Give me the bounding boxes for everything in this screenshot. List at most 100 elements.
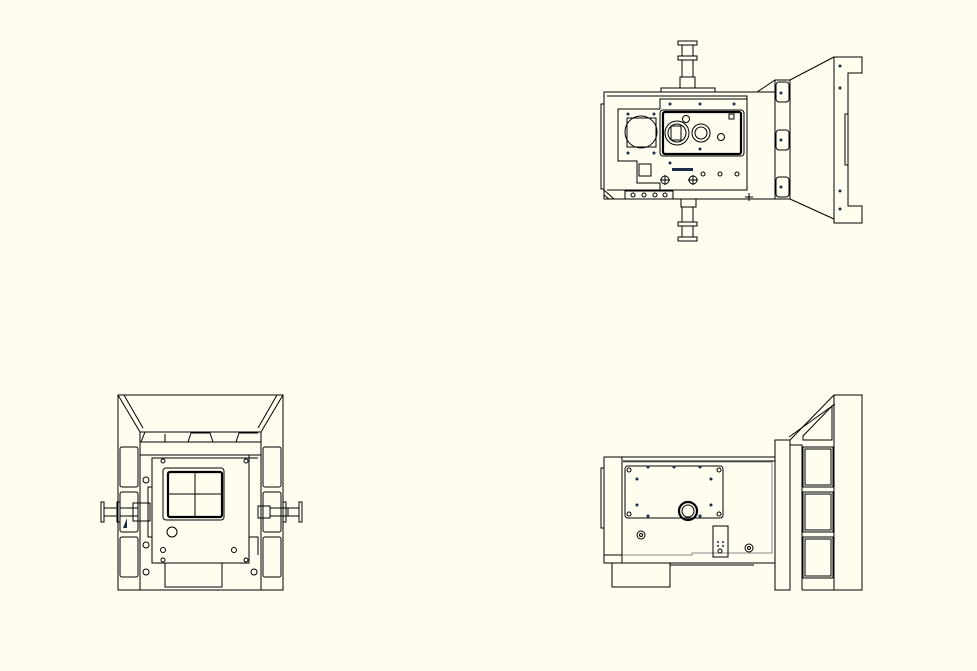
drawing-line — [168, 472, 222, 517]
drawing-line — [838, 64, 842, 68]
drawing-line — [626, 511, 632, 517]
drawing-line — [709, 503, 713, 507]
drawing-line — [717, 541, 719, 543]
drawing-line — [716, 511, 722, 517]
drawing-line — [139, 431, 262, 590]
drawing-line — [243, 557, 249, 563]
drawing-line — [248, 455, 259, 555]
drawing-line — [142, 476, 150, 484]
end-base-box — [164, 562, 223, 588]
drawing-line — [652, 151, 656, 155]
side-base-box — [611, 562, 671, 588]
drawing-line — [802, 404, 833, 441]
drawing-line — [269, 507, 289, 517]
drawing-line — [668, 161, 672, 165]
drawing-line — [119, 507, 139, 517]
drawing-line — [788, 403, 836, 438]
drawing-line — [652, 112, 656, 116]
drawing-line — [802, 536, 834, 579]
drawing-line — [667, 123, 687, 143]
drawing-line — [709, 477, 713, 481]
drawing-line — [802, 446, 834, 488]
drawing-line — [638, 163, 652, 177]
drawing-line — [691, 123, 711, 143]
drawing-line — [660, 175, 670, 185]
drawing-line — [262, 536, 282, 578]
drawing-line — [722, 541, 724, 543]
drawing-line — [132, 502, 151, 522]
end-window — [162, 467, 225, 521]
drawing-line — [147, 486, 153, 538]
drawing-line — [626, 117, 657, 148]
drawing-line — [123, 518, 127, 528]
drawing-line — [779, 138, 783, 142]
drawing-line — [659, 109, 745, 157]
drawing-line — [838, 189, 842, 193]
drawing-line — [140, 431, 258, 443]
drawing-line — [682, 115, 690, 123]
drawing-line — [717, 171, 723, 177]
drawing-line — [140, 441, 261, 456]
side-view — [600, 394, 863, 591]
drawing-line — [670, 125, 682, 141]
drawing-line — [802, 491, 834, 533]
end-view — [100, 394, 303, 591]
drawing-line — [600, 103, 605, 190]
drawing-line — [662, 192, 668, 198]
side-port-circle — [677, 500, 699, 522]
drawing-line — [698, 514, 702, 518]
drawing-line — [160, 547, 166, 553]
drawing-line — [775, 176, 790, 198]
drawing-line — [142, 568, 150, 576]
top-view — [600, 40, 863, 242]
drawing-line — [626, 467, 632, 473]
drawing-line — [775, 81, 790, 103]
drawing-line — [698, 147, 702, 151]
drawing-line — [636, 530, 646, 540]
drawing-line — [661, 110, 743, 156]
drawing-line — [694, 126, 708, 140]
drawing-line — [712, 525, 729, 558]
drawing-line — [624, 190, 674, 200]
drawing-line — [790, 444, 834, 591]
drawing-line — [117, 394, 284, 433]
drawing-line — [833, 56, 863, 224]
drawing-line — [681, 504, 695, 518]
drawing-line — [775, 129, 790, 151]
drawing-line — [604, 457, 623, 563]
drawing-line — [119, 446, 139, 488]
drawing-line — [722, 545, 724, 547]
drawing-line — [728, 113, 735, 120]
drawing-line — [779, 91, 783, 95]
drawing-line — [603, 189, 615, 200]
drawing-line — [166, 526, 178, 538]
mounting-bracket — [756, 56, 863, 224]
drawing-line — [639, 533, 643, 537]
drawing-line — [698, 102, 702, 106]
drawing-line — [804, 448, 832, 486]
drawing-line — [298, 501, 303, 523]
drawing-line — [672, 465, 676, 469]
drawing-line — [804, 493, 832, 531]
drawing-line — [262, 446, 282, 488]
drawing-line — [630, 192, 636, 198]
drawing-line — [717, 548, 723, 554]
drawing-line — [617, 98, 748, 191]
end-shaft-right — [257, 501, 303, 523]
drawing-line — [635, 503, 639, 507]
connector-strip — [624, 190, 674, 200]
drawing-line — [672, 168, 693, 171]
drawing-line — [677, 236, 698, 242]
side-bracket — [774, 394, 863, 591]
drawing-line — [119, 536, 139, 578]
drawing-line — [142, 541, 150, 549]
drawing-line — [600, 467, 605, 529]
drawing-line — [779, 185, 783, 189]
drawing-line — [262, 491, 282, 533]
drawing-line — [626, 151, 630, 155]
drawing-line — [732, 102, 736, 106]
drawing-line — [646, 514, 650, 518]
drawing-line — [623, 461, 773, 556]
